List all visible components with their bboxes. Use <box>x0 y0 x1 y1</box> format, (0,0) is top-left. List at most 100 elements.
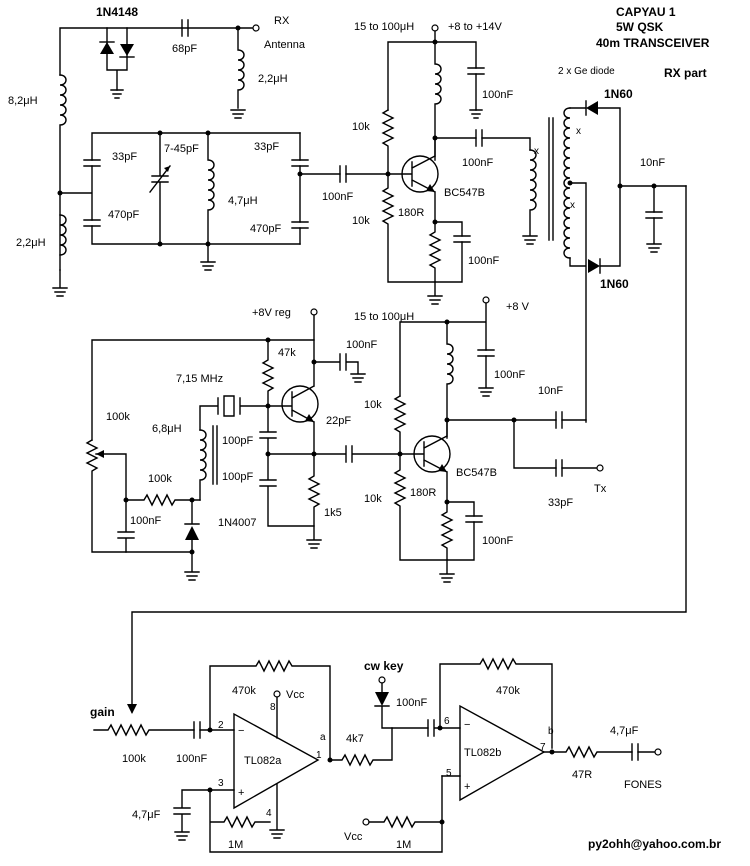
label-x-sec1: x <box>576 126 581 137</box>
wire-osc-supply <box>91 314 315 441</box>
wire-tx <box>513 419 597 469</box>
resistor-10k-bot-icon <box>381 173 436 283</box>
capacitor-supply-1-icon <box>467 67 485 119</box>
ground-icon <box>52 269 68 297</box>
label-l-4u7: 4,7μH <box>228 195 258 207</box>
resistor-1m-a-icon <box>209 775 443 853</box>
label-l-antenna: 2,2μH <box>258 73 288 85</box>
label-pin3: 3 <box>218 778 224 789</box>
label-pot-100k: 100k <box>106 411 130 423</box>
label-8v-reg: +8V reg <box>252 307 291 319</box>
ground-icon <box>269 783 285 839</box>
label-1n60-bot: 1N60 <box>600 277 629 291</box>
label-gain-100k: 100k <box>122 753 146 765</box>
capacitor-100nf-cpl-icon <box>339 165 347 183</box>
resistor-180r-2-icon <box>440 501 475 561</box>
ground-icon <box>200 243 216 271</box>
label-bc547b-1: BC547B <box>444 187 485 199</box>
label-gain: gain <box>90 705 115 719</box>
fones-terminal-icon <box>654 748 662 756</box>
supply-terminal-icon <box>431 24 439 32</box>
cw-key-terminal-icon[interactable] <box>378 676 386 684</box>
diode-1n4007-icon <box>185 526 199 540</box>
label-pin6: 6 <box>444 716 450 727</box>
label-r10k-top-2: 10k <box>364 399 382 411</box>
label-1n4007: 1N4007 <box>218 517 257 529</box>
label-100nf-sup2: 100nF <box>494 369 525 381</box>
resistor-10k-top-2-icon <box>393 395 407 455</box>
inductor-6u8-icon <box>199 429 207 501</box>
supply-terminal-osc-icon <box>310 308 318 316</box>
label-1k5: 1k5 <box>324 507 342 519</box>
vcc-terminal-b-icon <box>362 818 370 826</box>
variable-capacitor-icon <box>149 132 171 245</box>
capacitor-68pf-icon <box>181 19 189 37</box>
label-180r-2: 180R <box>410 487 436 499</box>
label-pin8: 8 <box>270 702 276 713</box>
label-470pf-b: 470pF <box>250 223 281 235</box>
label-6u8: 6,8μH <box>152 423 182 435</box>
ground-icon <box>427 281 443 305</box>
label-22pf: 22pF <box>326 415 351 427</box>
resistor-1m-b-icon <box>368 815 443 829</box>
inductor-2u2-icon <box>59 214 67 256</box>
label-r100k: 100k <box>148 473 172 485</box>
label-vcc-b: Vcc <box>344 831 363 843</box>
label-33pf-a: 33pF <box>112 151 137 163</box>
label-rx: RX <box>274 15 290 27</box>
label-pin7: 7 <box>540 742 546 753</box>
potentiometer-gain-icon[interactable] <box>93 723 235 737</box>
label-33pf-b: 33pF <box>254 141 279 153</box>
label-100nf-var: 100nF <box>130 515 161 527</box>
diode-down-icon <box>100 42 114 54</box>
resistor-180r-1-icon <box>428 221 463 283</box>
title-line3: 40m TRANSCEIVER <box>596 36 710 50</box>
resistor-470k-a-icon <box>209 659 331 761</box>
label-supply-1: +8 to +14V <box>448 21 502 33</box>
capacitor-33pf-tx-icon <box>555 459 563 477</box>
label-100nf-out1: 100nF <box>462 157 493 169</box>
capacitor-4u7-out-icon <box>631 743 639 761</box>
label-100nf-emit2: 100nF <box>482 535 513 547</box>
label-cw-key: cw key <box>364 659 404 673</box>
label-ge-diode: 2 x Ge diode <box>558 66 615 77</box>
capacitor-22pf-icon <box>313 445 401 463</box>
tx-terminal-icon <box>596 464 604 472</box>
capacitor-supply-2-icon <box>477 349 495 357</box>
wire-supply-2 <box>399 302 494 397</box>
label-node-b: b <box>548 726 554 737</box>
label-pin4: 4 <box>266 808 272 819</box>
label-100nf-emit1: 100nF <box>468 255 499 267</box>
potentiometer-100k-icon <box>85 439 193 553</box>
label-1m-a: 1M <box>228 839 243 851</box>
capacitor-100nf-osc-icon <box>313 339 366 383</box>
capacitor-100pf-osc-icon <box>259 405 315 527</box>
ground-icon <box>439 559 455 583</box>
capacitor-470pf-b-icon <box>291 221 309 229</box>
capacitor-emit-1-icon <box>453 235 471 243</box>
capacitor-emit-2-icon <box>465 515 483 523</box>
label-var-cap: 7-45pF <box>164 143 199 155</box>
label-tl082a: TL082a <box>244 755 282 767</box>
resistor-47k-icon <box>261 339 275 407</box>
label-470k-a: 470k <box>232 685 256 697</box>
resistor-10k-top-icon <box>381 109 395 175</box>
diode-1n60-top-icon <box>586 101 598 115</box>
capacitor-100nf-var-icon <box>117 499 135 553</box>
label-choke-1: 15 to 100μH <box>354 21 414 33</box>
supply-terminal-2-icon <box>482 296 490 304</box>
inductor-4u7-icon <box>207 132 215 245</box>
label-plus-a: + <box>238 787 244 799</box>
label-choke-2: 15 to 100μH <box>354 311 414 323</box>
label-r10k-bot-2: 10k <box>364 493 382 505</box>
capacitor-10nf-det-icon <box>645 211 663 219</box>
label-100nf-cpl: 100nF <box>322 191 353 203</box>
inductor-choke-1-icon <box>434 41 442 161</box>
wire-cw-key <box>374 682 393 729</box>
wire-rf-top <box>59 27 253 76</box>
wire-diode-pair <box>106 27 128 91</box>
label-r10k-top-1: 10k <box>352 121 370 133</box>
label-100nf-key: 100nF <box>396 697 427 709</box>
wire-tank <box>59 132 301 245</box>
label-100nf-in: 100nF <box>176 753 207 765</box>
